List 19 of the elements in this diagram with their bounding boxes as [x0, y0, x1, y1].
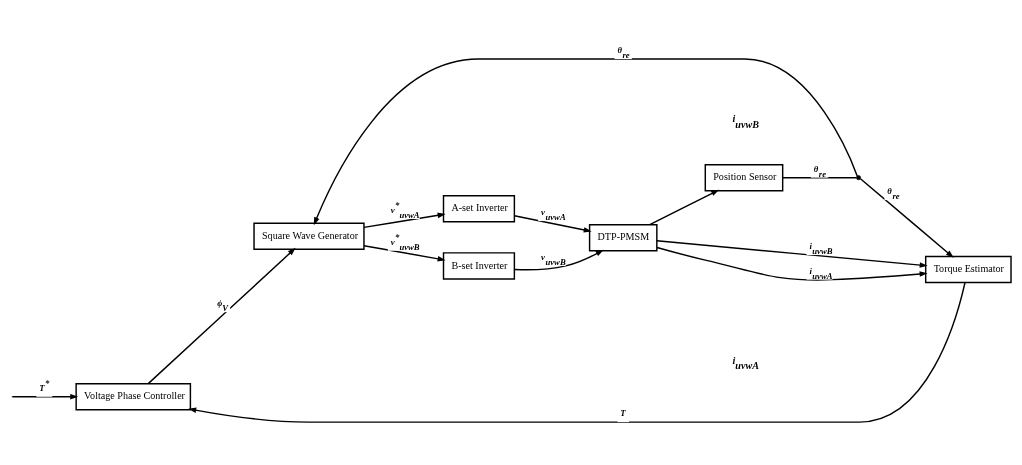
arrow [859, 177, 954, 258]
arrow [513, 214, 592, 233]
node-box: B-set Inverter [442, 251, 515, 280]
node-box: Position Sensor [704, 163, 783, 191]
node-box: Voltage Phase Controller [74, 382, 191, 411]
arrow [362, 212, 446, 228]
arrow [313, 57, 858, 225]
edge-label: T [619, 407, 626, 418]
connector [781, 176, 857, 178]
arrow [648, 189, 719, 225]
node-circle [855, 174, 861, 180]
arrow [147, 247, 296, 384]
arrow [11, 393, 78, 400]
arrow [362, 244, 446, 262]
arrow [187, 281, 966, 423]
node-box: A-set Inverter [442, 194, 515, 222]
node-box: Torque Estimator [924, 255, 1012, 283]
node-box: DTP-PMSM [588, 223, 658, 251]
node-box: Square Wave Generator [252, 222, 365, 250]
